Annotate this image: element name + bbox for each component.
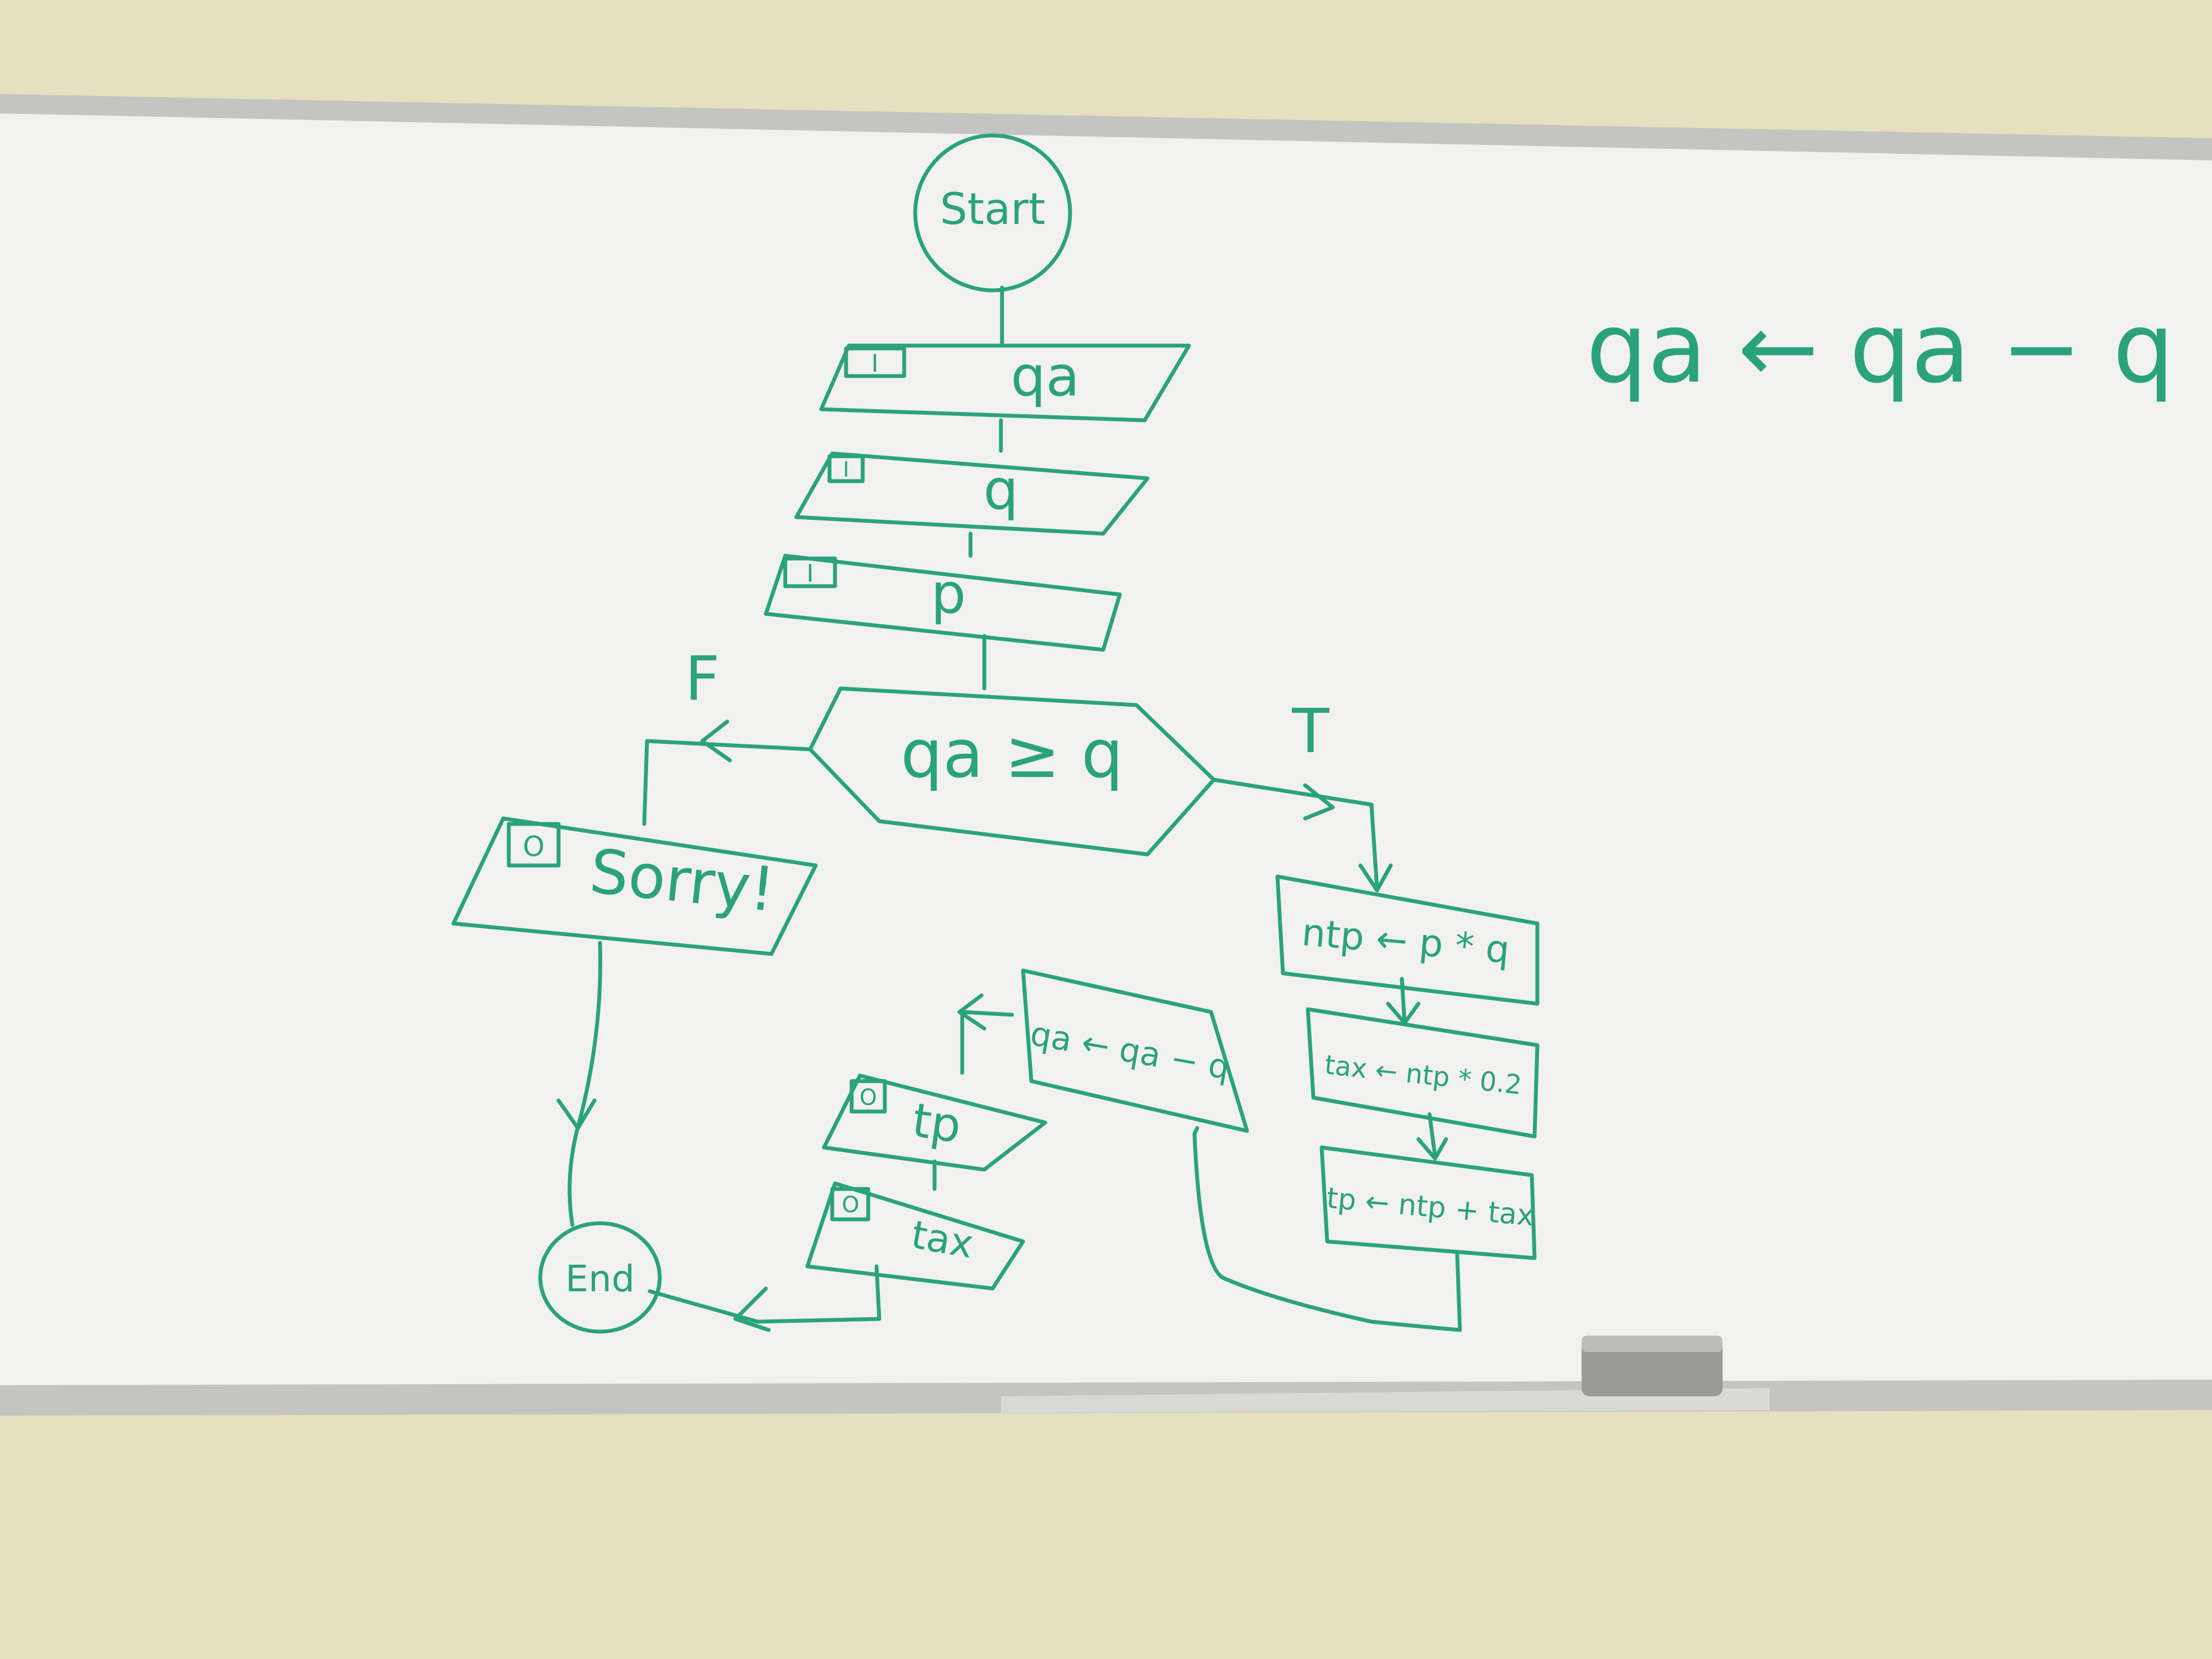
output-tax-shape — [805, 1181, 1025, 1291]
marker-tray — [1001, 1388, 1770, 1413]
input-tag-box — [783, 556, 837, 588]
output-tag: O — [842, 1192, 859, 1218]
arrowhead — [700, 719, 732, 763]
true-branch-label: T — [1291, 696, 1329, 766]
false-to-end-line — [567, 941, 603, 1227]
input-q-shape — [794, 451, 1150, 536]
output-tag: O — [859, 1085, 877, 1110]
tax-to-end-line — [648, 1264, 881, 1324]
whiteboard-surface — [0, 113, 2212, 1385]
arrowhead — [733, 1286, 771, 1332]
output-tag: O — [523, 831, 544, 863]
process-ntp-shape — [1275, 874, 1540, 1006]
connector — [1427, 1112, 1437, 1158]
arrowhead — [556, 1098, 597, 1130]
false-branch-line — [642, 739, 812, 826]
side-note-formula: qa ← qa − q — [1586, 293, 2174, 405]
input-tag-box — [844, 346, 906, 378]
input-tag-box — [827, 454, 865, 483]
input-var-p: p — [931, 561, 966, 626]
input-tag: I — [872, 349, 879, 378]
arrowhead — [1303, 783, 1335, 821]
input-tag: I — [843, 457, 849, 482]
input-var-q: q — [983, 457, 1018, 522]
process-qa-update-shape — [1021, 968, 1249, 1133]
end-label: End — [565, 1258, 634, 1300]
false-branch-label: F — [685, 643, 719, 714]
output-tag-box — [849, 1079, 887, 1114]
loop-back-line — [1192, 1126, 1462, 1332]
start-terminal — [913, 133, 1072, 293]
process-tp-shape — [1319, 1145, 1537, 1260]
process-tax-shape — [1306, 1007, 1540, 1139]
true-branch-line — [1212, 778, 1379, 890]
eraser-icon — [1582, 1335, 1723, 1396]
arrowhead — [957, 993, 987, 1031]
output-tp-label: tp — [909, 1093, 964, 1154]
input-p-shape — [764, 554, 1122, 652]
end-terminal — [538, 1221, 662, 1334]
decision-label: qa ≥ q — [901, 716, 1124, 793]
input-tag: I — [807, 560, 814, 588]
output-sorry-shape — [451, 816, 818, 956]
output-tp-shape — [822, 1073, 1047, 1172]
output-tax-label: tax — [908, 1212, 977, 1267]
output-tag-box — [830, 1187, 870, 1222]
arrowhead — [1358, 863, 1393, 893]
input-var-qa: qa — [1011, 344, 1080, 409]
start-label: Start — [940, 185, 1046, 234]
connector — [1400, 977, 1407, 1025]
input-qa-shape — [819, 343, 1191, 422]
arrowhead — [1416, 1137, 1448, 1161]
output-tag-box — [507, 822, 561, 868]
